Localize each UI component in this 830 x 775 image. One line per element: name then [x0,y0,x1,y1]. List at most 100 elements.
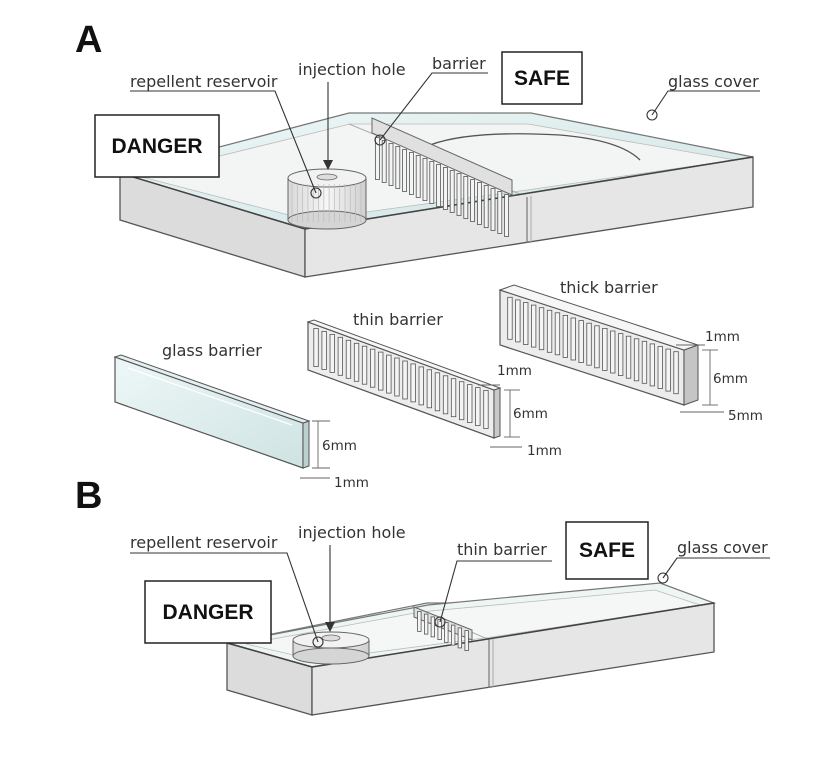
label-safe-b: SAFE [579,539,635,562]
label-repellent-reservoir-b: repellent reservoir [130,533,278,552]
barrier-tooth [436,164,442,207]
thin-barrier-tooth [418,366,424,406]
arena-tray-a [117,112,754,278]
thick-barrier-tooth [531,304,537,348]
danger-box-b [144,580,272,644]
thick-barrier-tooth [562,314,568,358]
label-injection-hole-b: injection hole [298,523,406,542]
arena-tray-b [226,582,717,716]
thin-barrier-tooth [386,354,392,394]
leader-thin-barrier-b [439,560,552,623]
leader-glass-cover-b [662,557,770,579]
thin-barrier-tooth [410,363,416,403]
barrier-tooth [430,616,436,638]
thick-barrier-tooth [538,307,545,351]
thin-barrier-tooth [467,384,473,424]
thick-barrier-tooth [618,333,624,377]
thin-barrier-tooth [345,339,352,379]
barrier-tooth [483,185,489,228]
barrier-tooth [456,173,462,216]
label-repellent-reservoir-a: repellent reservoir [130,72,278,91]
thick-barrier-tooth [515,299,521,343]
barrier-tooth [429,161,435,204]
barrier-tooth [476,182,482,225]
barrier-tooth [417,611,422,632]
thin-barrier-illustration [306,319,502,439]
safe-box-b [565,521,649,580]
thin-barrier-tooth [313,328,319,367]
thick-barrier-tooth [625,335,632,379]
leader-reservoir-a [130,90,317,194]
thick-barrier-tooth [507,296,513,340]
label-safe-a: SAFE [514,67,570,90]
barrier-tooth [442,167,448,210]
thick-barrier-tooth [578,320,584,364]
barrier-tooth [463,176,469,219]
barrier-tooth [395,146,401,189]
barrier-tooth [497,191,503,234]
barrier-teeth-b [417,611,469,651]
thick-barrier-tooth [602,327,608,371]
repellent-reservoir-b [292,631,370,665]
thick-barrier-tooth [657,346,663,389]
label-danger-a: DANGER [111,135,202,158]
barrier-tooth [402,149,408,192]
barrier-tooth [449,170,455,213]
label-injection-hole-a: injection hole [298,60,406,79]
thick-barrier-tooth [665,348,671,392]
barrier-tooth [437,619,442,640]
barrier-a [371,117,513,237]
barrier-tooth [415,155,421,198]
thick-barrier-tooth [649,343,655,387]
barrier-tooth [444,622,449,643]
injection-hole-b [321,634,341,642]
thin-barrier-tooth [426,369,433,409]
thin-barrier-tooth [483,390,489,429]
leader-reservoir-b [130,552,319,643]
thin-barrier-tooth [329,333,335,373]
thin-barrier-tooth [321,330,327,370]
barrier-tooth [450,624,456,646]
dim-thick-gap: 1mm [705,329,740,345]
barrier-tooth [374,137,380,180]
label-glass-cover-b: glass cover [677,538,768,557]
thick-barrier-illustration [498,284,700,406]
thin-barrier-tooth [434,372,441,412]
thick-barrier-teeth [507,296,679,395]
barrier-tooth [388,143,394,186]
thin-barrier-tooth [361,345,368,385]
barrier-tooth [490,188,496,231]
thick-barrier-tooth [633,338,640,382]
panel-letter-a: A [75,19,102,61]
label-thick-barrier: thick barrier [560,278,658,297]
dim-thin-gap: 1mm [497,363,532,379]
barrier-tooth [408,152,414,195]
safe-zone-outline-a [429,133,641,161]
injection-hole-a [316,173,338,181]
panel-b: B repellent reservoir [75,475,770,716]
panel-a: A [75,19,763,491]
leader-glass-cover-a [651,90,760,116]
thin-barrier-b [413,606,473,651]
barrier-tooth [423,613,429,635]
barrier-tooth [457,627,463,649]
thin-barrier-tooth [378,351,384,391]
thick-barrier-tooth [570,317,576,361]
barrier-tooth [422,158,428,201]
thick-barrier-tooth [586,322,592,366]
thick-barrier-tooth [546,309,553,353]
barrier-teeth-a [374,137,510,237]
barrier-tooth [504,194,510,237]
dim-glass-height: 6mm [322,438,357,454]
label-danger-b: DANGER [162,601,253,624]
dim-glass-thickness: 1mm [334,475,369,491]
thin-barrier-tooth [402,360,408,400]
thin-barrier-tooth [458,381,465,421]
thick-barrier-tooth [641,340,648,384]
dim-thick-height: 6mm [713,371,748,387]
label-thin-barrier-b: thin barrier [457,540,547,559]
label-thin-barrier: thin barrier [353,310,443,329]
dim-thin-thickness: 1mm [527,443,562,459]
safe-box-a [501,51,583,105]
